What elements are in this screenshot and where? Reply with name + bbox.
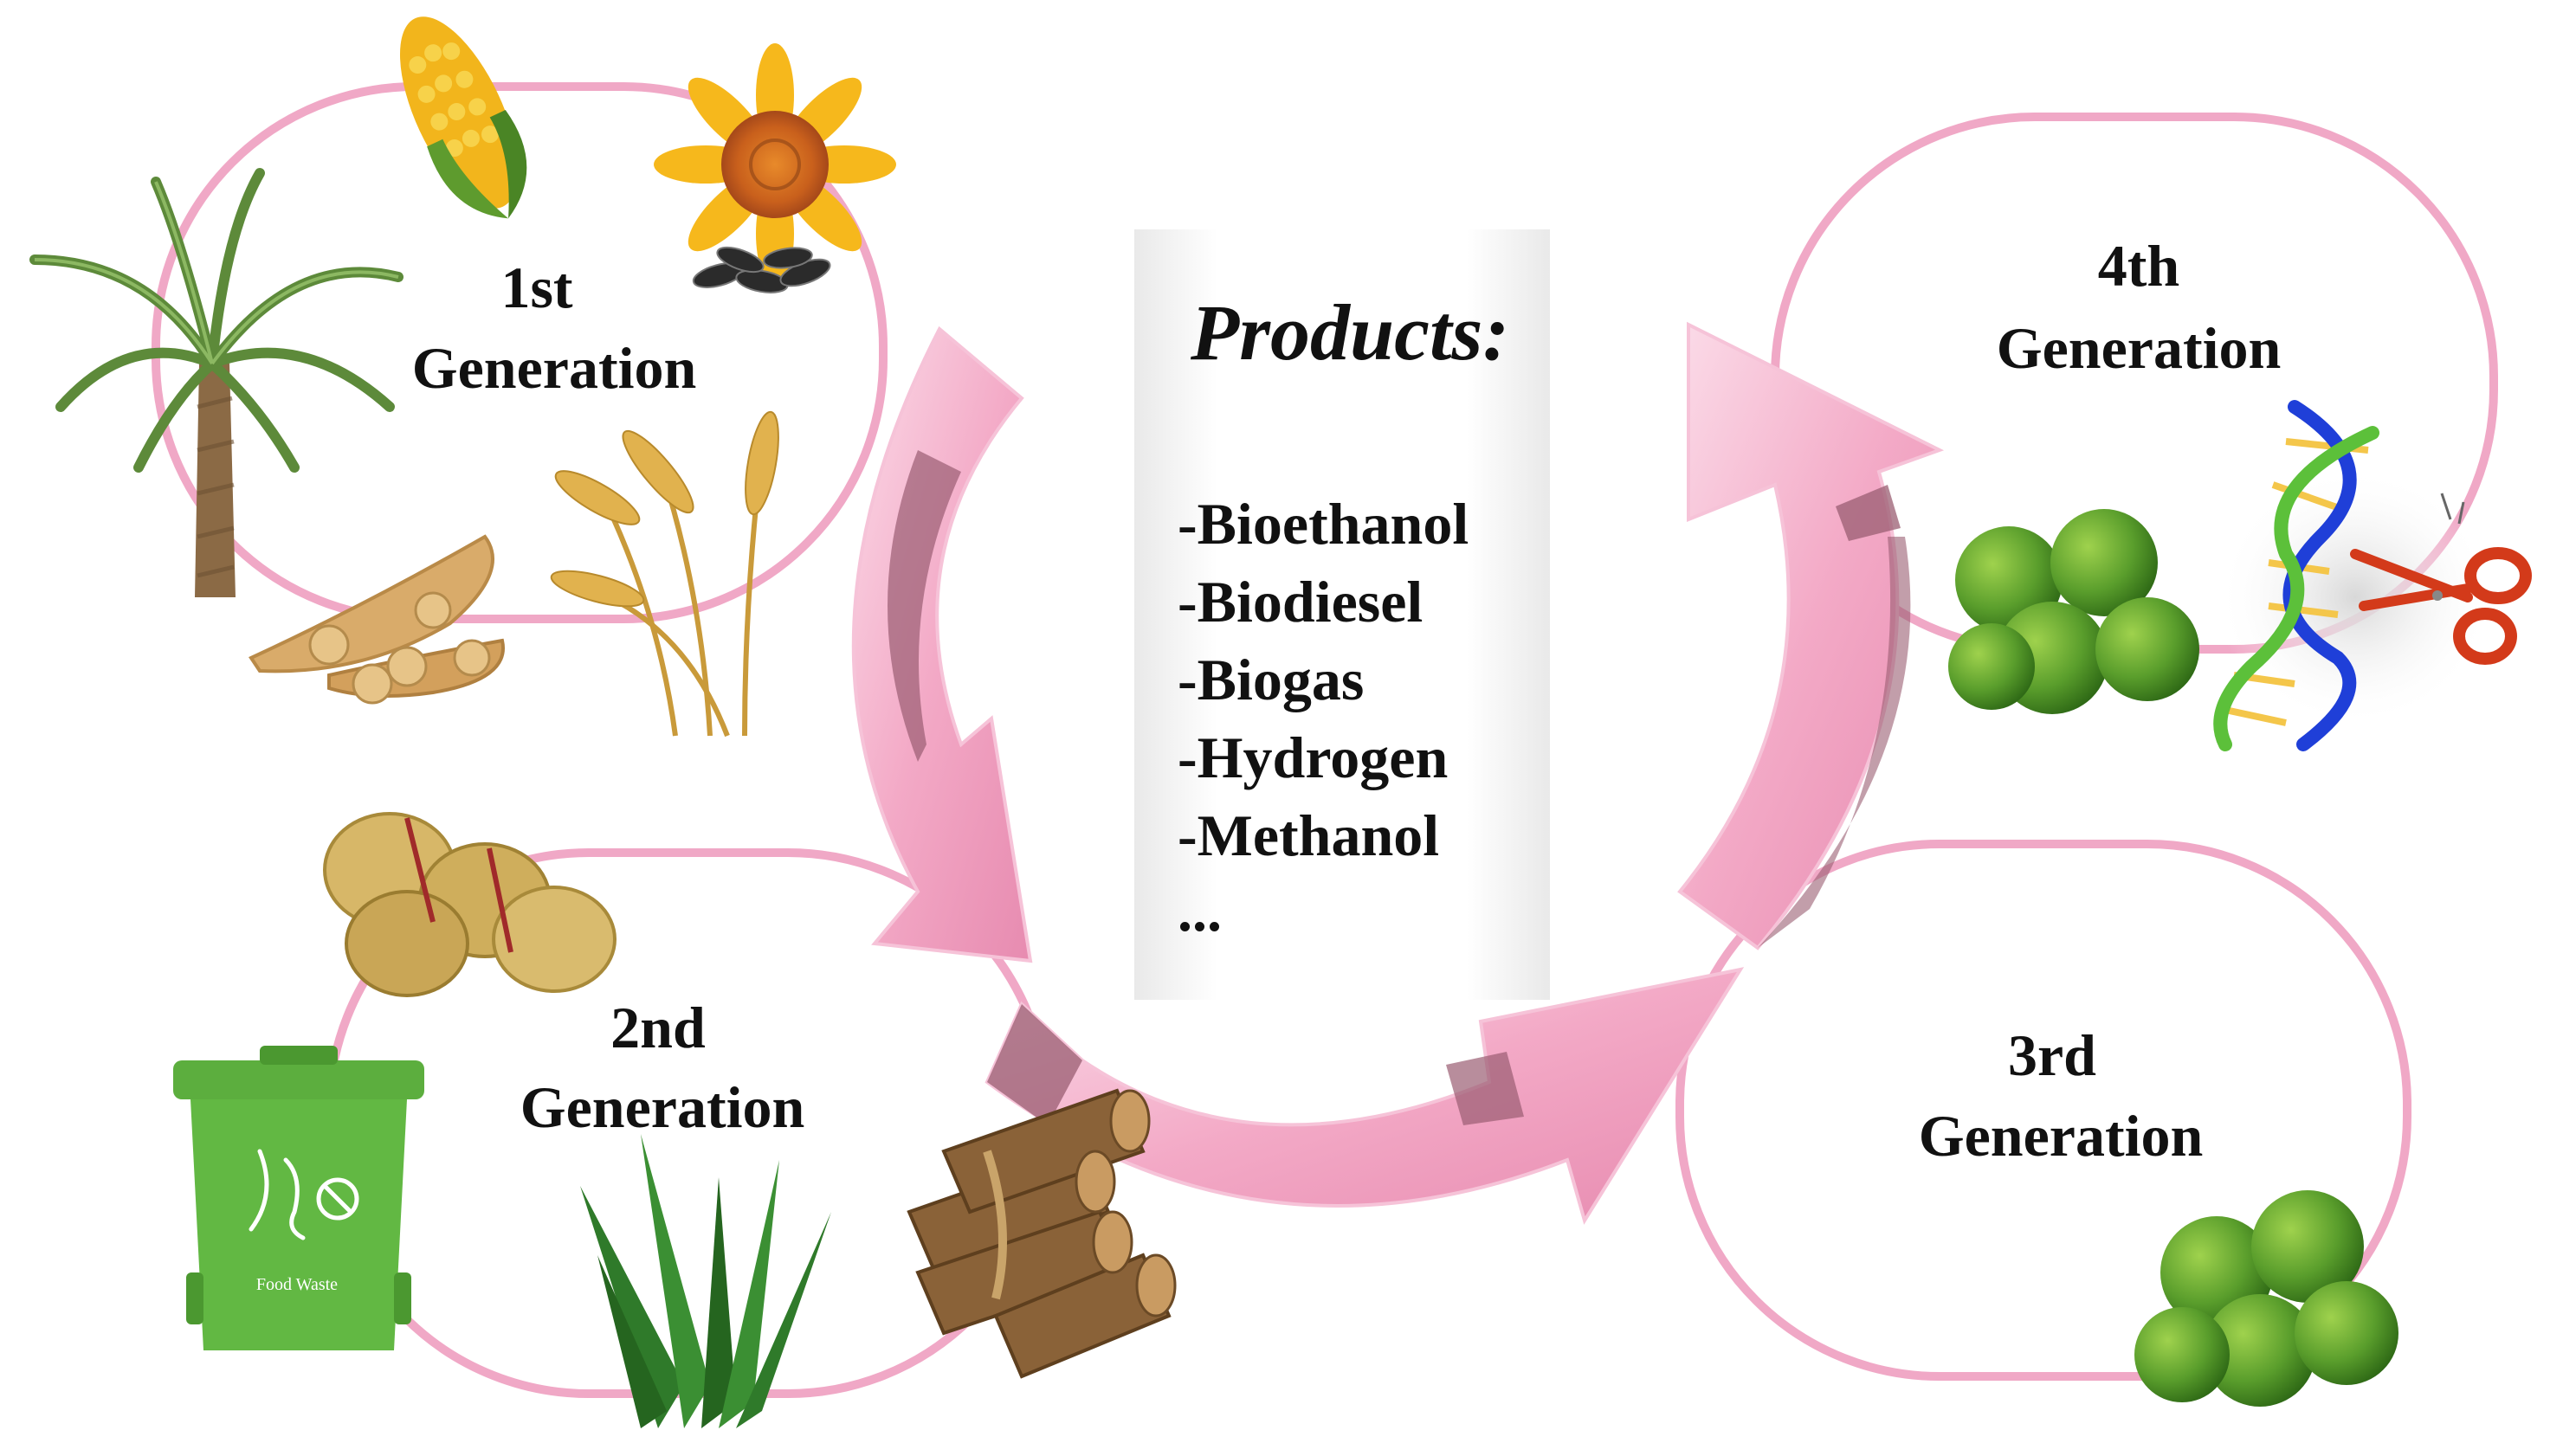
cycle-arrow-right-edge <box>1758 537 1911 948</box>
corn-icon <box>399 16 527 219</box>
product-item: -Hydrogen <box>1178 725 1448 790</box>
products-list: -Bioethanol -Biodiesel -Biogas -Hydrogen… <box>1178 491 1469 944</box>
product-item: -Biogas <box>1178 647 1364 712</box>
label-second-line1: 2nd <box>610 995 706 1060</box>
label-first-generation: 1st Generation <box>412 254 697 401</box>
scissors-icon <box>2350 493 2532 665</box>
cycle-arrow-right <box>1677 321 1945 950</box>
soybean-icon <box>249 534 505 705</box>
products-title: Products: <box>1190 288 1509 377</box>
wood-logs-icon <box>907 1088 1177 1379</box>
dna-icon <box>2213 400 2379 751</box>
product-item: -Biodiesel <box>1178 569 1423 635</box>
label-third-line2: Generation <box>1919 1103 2204 1169</box>
label-fourth-line1: 4th <box>2098 233 2179 299</box>
loop-third-generation <box>1675 840 2411 1381</box>
label-first-line1: 1st <box>500 254 572 320</box>
bin-label: Food Waste <box>256 1275 338 1294</box>
cycle-arrows <box>851 321 1945 1225</box>
cycle-arrow-bottom-shade <box>987 1004 1082 1125</box>
hay-bales-icon <box>323 812 617 997</box>
label-third-generation: 3rd Generation <box>1919 1022 2204 1169</box>
label-third-line1: 3rd <box>2008 1022 2096 1088</box>
grass-icon <box>580 1134 831 1428</box>
label-second-generation: 2nd Generation <box>520 995 805 1140</box>
products-panel <box>1134 229 1550 1000</box>
cycle-arrow-right-shade <box>1836 485 1901 541</box>
label-first-line2: Generation <box>412 335 697 401</box>
wheat-icon <box>550 410 779 738</box>
cycle-arrow-left <box>851 325 1033 963</box>
algae-balls-icon <box>2134 1190 2398 1407</box>
sunflower-icon <box>654 43 896 293</box>
product-item: -Bioethanol <box>1178 491 1469 557</box>
food-waste-bin-icon: Food Waste <box>173 1046 424 1350</box>
label-fourth-line2: Generation <box>1997 315 2282 381</box>
product-item: -Methanol <box>1178 802 1439 868</box>
label-fourth-generation: 4th Generation <box>1997 233 2282 381</box>
cycle-arrow-bottom <box>985 967 1745 1225</box>
product-item: ... <box>1178 878 1222 944</box>
palm-tree-icon <box>29 168 403 597</box>
cycle-arrow-left-shade <box>888 450 961 762</box>
algae-balls-icon <box>1948 509 2199 714</box>
cycle-arrow-bottom-band <box>1446 1052 1524 1125</box>
label-second-line2: Generation <box>520 1074 805 1140</box>
